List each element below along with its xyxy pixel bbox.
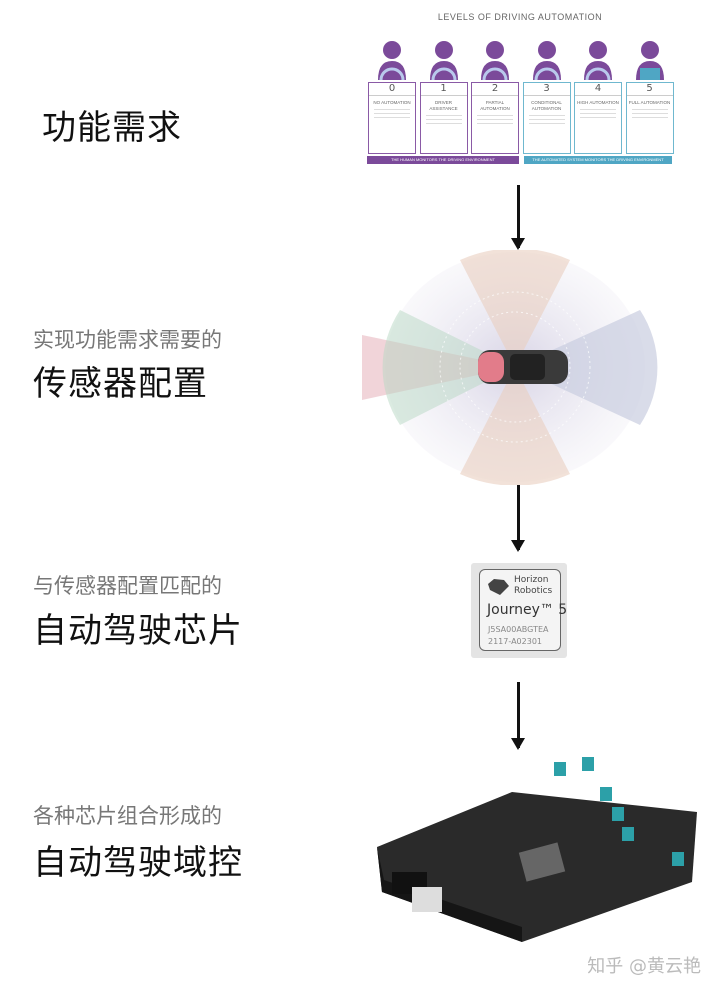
level-number: 0 [369, 83, 415, 96]
level-name: CONDITIONAL AUTOMATION [531, 100, 562, 111]
chip-code: J5SA00ABGTEA [488, 625, 549, 634]
level-number: 1 [420, 83, 467, 96]
person-icon [532, 40, 562, 81]
chip-brand: Robotics [514, 586, 553, 596]
arrow-down-icon [511, 682, 525, 750]
person-icon [480, 40, 510, 81]
level-name: NO AUTOMATION [373, 100, 411, 105]
horizon-logo-icon [488, 579, 509, 595]
level-number: 4 [575, 83, 621, 96]
step2-caption: 实现功能需求需要的 [33, 328, 222, 352]
step4-title: 自动驾驶域控 [33, 843, 243, 883]
step4-caption: 各种芯片组合形成的 [33, 804, 222, 828]
step1-title: 功能需求 [42, 108, 182, 148]
step3-caption: 与传感器配置匹配的 [33, 574, 222, 598]
system-monitors-bar: THE AUTOMATED SYSTEM MONITORS THE DRIVIN… [524, 156, 672, 164]
chip-brand: Horizon [514, 575, 549, 585]
chip-model: Journey™ 5 [487, 602, 568, 618]
domain-controller-board-image [377, 757, 697, 942]
person-icon [635, 40, 665, 80]
arrow-down-icon [511, 485, 525, 552]
step2-title: 传感器配置 [33, 364, 208, 404]
level-name: HIGH AUTOMATION [577, 100, 619, 105]
level-name: PARTIAL AUTOMATION [480, 100, 510, 111]
level-name: DRIVER ASSISTANCE [429, 100, 458, 111]
sensor-coverage-image [362, 250, 658, 485]
level-number: 5 [626, 83, 673, 96]
chip-code: 2117-A02301 [488, 637, 542, 646]
level-number: 3 [523, 83, 570, 96]
watermark: 知乎 @黄云艳 [587, 956, 701, 977]
human-monitors-bar: THE HUMAN MONITORS THE DRIVING ENVIRONME… [367, 156, 519, 164]
level-number: 2 [472, 83, 518, 96]
levels-of-automation-image: LEVELS OF DRIVING AUTOMATION 0 NO AUTOMAT… [362, 12, 678, 170]
person-icon [377, 40, 407, 81]
step3-title: 自动驾驶芯片 [33, 611, 243, 651]
person-icon [429, 40, 459, 81]
levels-title: LEVELS OF DRIVING AUTOMATION [437, 12, 603, 22]
level-0-card: 0 NO AUTOMATION [368, 82, 416, 154]
person-icon [583, 40, 613, 81]
level-name: FULL AUTOMATION [628, 100, 671, 105]
arrow-down-icon [511, 185, 525, 250]
